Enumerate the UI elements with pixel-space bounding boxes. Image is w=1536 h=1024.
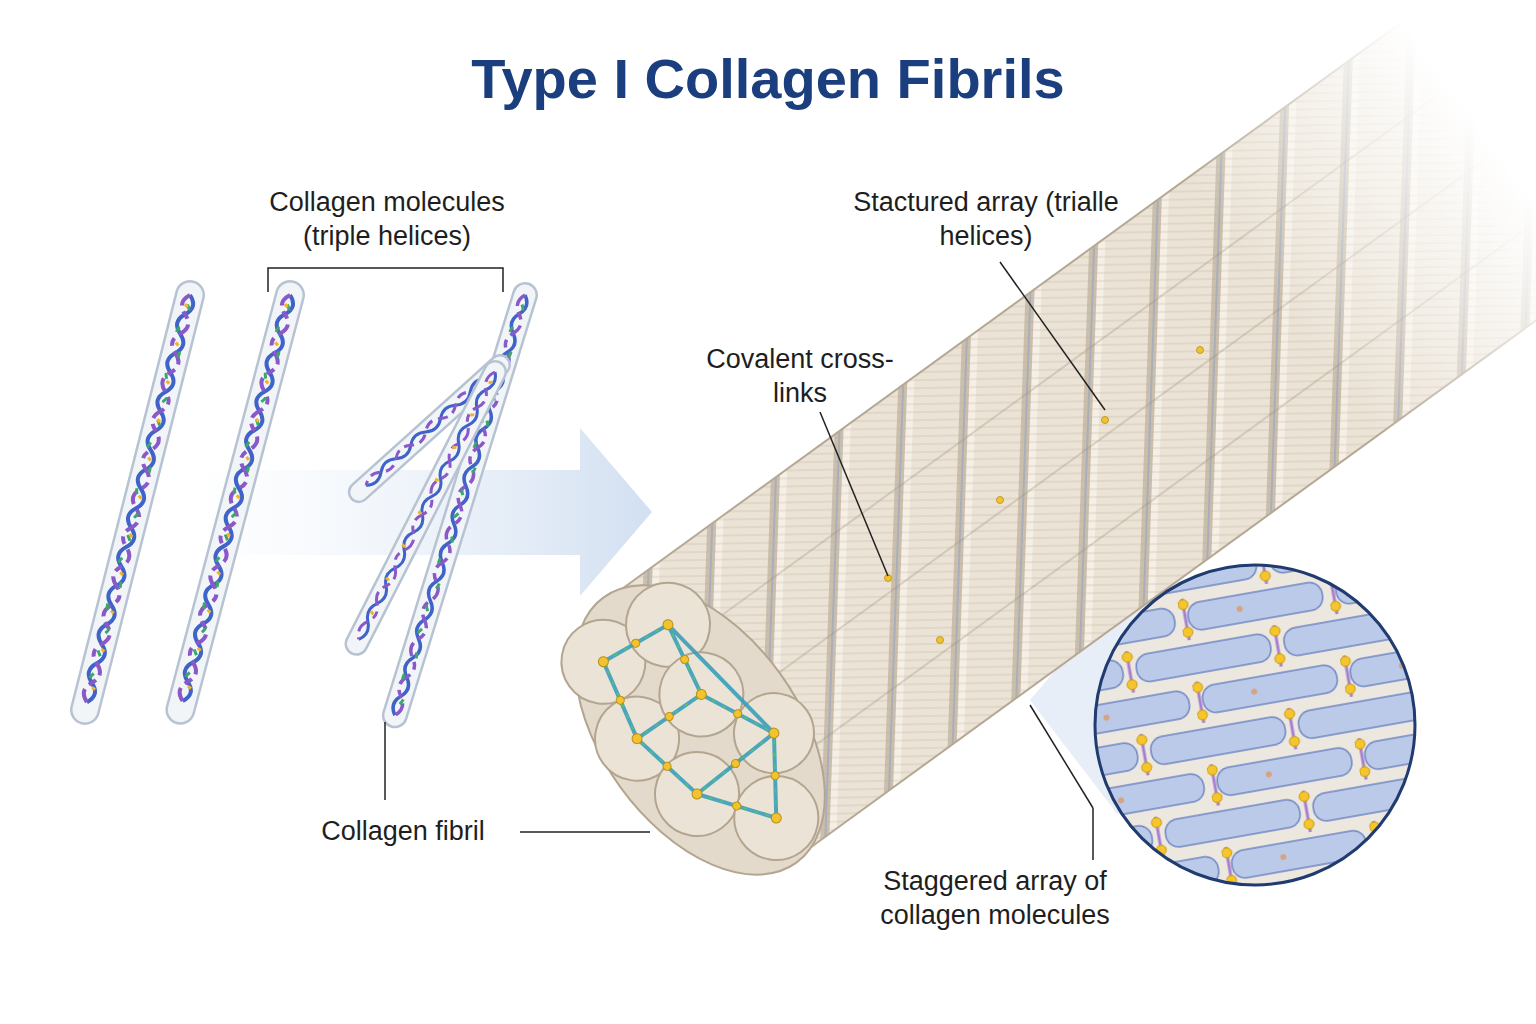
part-label: Collagen molecules (triple helices): [237, 186, 537, 254]
bracket: [268, 268, 503, 292]
leader-line: [1092, 808, 1094, 860]
leader-line: [520, 831, 650, 833]
triple-helix: [175, 294, 295, 712]
inset-border: [1095, 565, 1415, 885]
leader-line: [384, 722, 386, 800]
branching-helix: [353, 294, 529, 717]
triple-helix: [80, 294, 196, 712]
part-label: Staggered array of collagen molecules: [830, 865, 1160, 933]
part-label: Stactured array (trialle helices): [851, 186, 1121, 254]
diagram-title: Type I Collagen Fibrils: [68, 46, 1468, 111]
leader-line: [1030, 705, 1093, 808]
part-label: Covalent cross-links: [705, 343, 895, 411]
fibril-cross-section: [524, 540, 875, 921]
leader-line: [820, 412, 888, 576]
leader-line: [1000, 262, 1105, 410]
part-label: Collagen fibril: [273, 815, 533, 849]
